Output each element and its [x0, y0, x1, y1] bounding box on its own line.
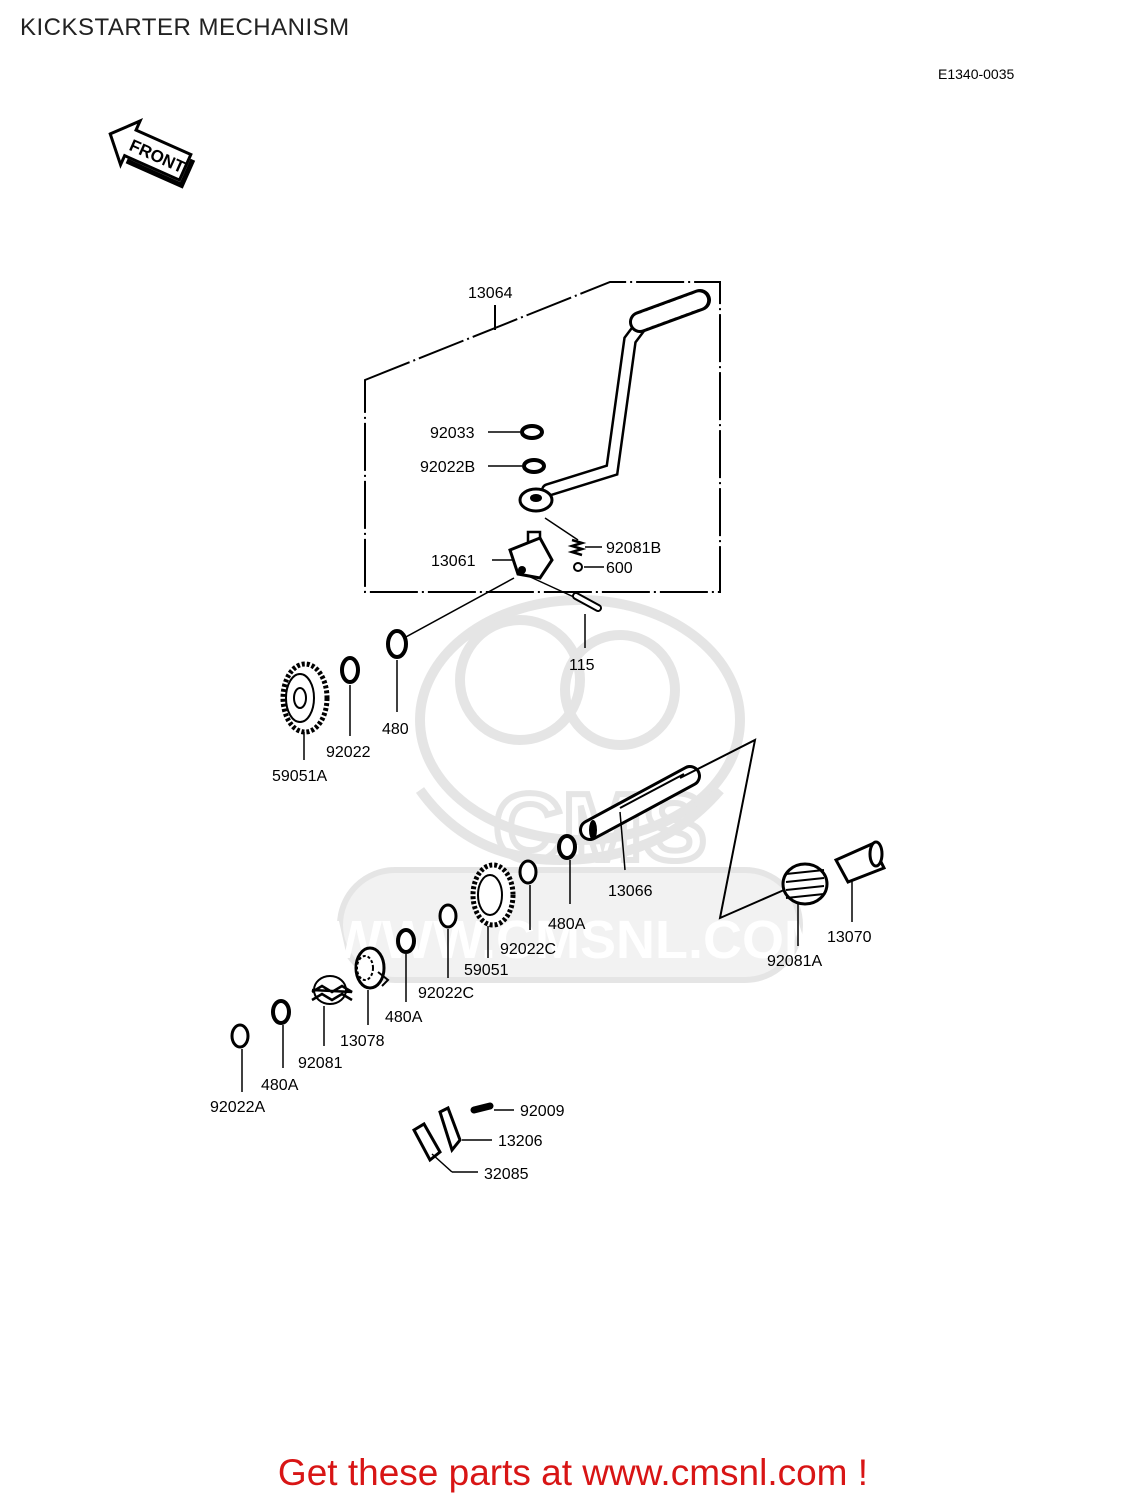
part-label-13070: 13070 — [827, 929, 872, 946]
gear-59051a — [280, 661, 330, 760]
seal-480a-2 — [396, 928, 416, 1002]
part-label-13078: 13078 — [340, 1033, 385, 1050]
bolt-115 — [525, 574, 602, 648]
part-label-480a-1: 480A — [548, 916, 586, 933]
washer-92022 — [340, 656, 360, 736]
part-label-92022c-1: 92022C — [500, 941, 556, 958]
part-label-480a-3: 480A — [261, 1077, 299, 1094]
part-label-92033: 92033 — [430, 425, 475, 442]
washer-92022c-2 — [438, 903, 458, 978]
shaft-group-frame — [679, 738, 785, 920]
part-label-480a-2: 480A — [385, 1009, 423, 1026]
seal-480a-1 — [557, 834, 577, 904]
diagram-code: E1340-0035 — [938, 66, 1015, 82]
part-label-92081: 92081 — [298, 1055, 343, 1072]
part-label-13066: 13066 — [608, 883, 653, 900]
seal-480a-3 — [271, 999, 291, 1068]
part-label-32085: 32085 — [484, 1166, 529, 1183]
clip-92033 — [488, 424, 544, 440]
part-label-480: 480 — [382, 721, 409, 738]
page-title: KICKSTARTER MECHANISM — [20, 14, 350, 41]
spring-92081a — [781, 862, 829, 946]
part-label-92022: 92022 — [326, 744, 371, 761]
ball-600 — [573, 562, 604, 572]
part-label-59051: 59051 — [464, 962, 509, 979]
washer-92022b — [488, 458, 546, 474]
ratchet-13078 — [354, 946, 390, 1025]
footer-cta-link[interactable]: Get these parts at www.cmsnl.com ! — [277, 1452, 869, 1493]
part-label-92022b: 92022B — [420, 459, 475, 476]
part-label-92022a: 92022A — [210, 1099, 265, 1116]
part-label-92022c-2: 92022C — [418, 985, 474, 1002]
part-label-115: 115 — [569, 657, 595, 674]
shaft-holder-13061 — [492, 517, 579, 580]
guide-32085 — [412, 1121, 478, 1173]
part-label-92009: 92009 — [520, 1103, 565, 1120]
part-label-13206: 13206 — [498, 1133, 543, 1150]
part-label-600: 600 — [606, 560, 633, 577]
lever-group-frame — [364, 281, 721, 593]
part-label-13064: 13064 — [468, 285, 513, 302]
plate-13206 — [438, 1105, 492, 1154]
guide-13070 — [833, 840, 887, 922]
gear-59051 — [470, 862, 516, 958]
part-label-13061: 13061 — [431, 553, 476, 570]
front-arrow-icon: FRONT — [108, 118, 196, 189]
spring-92081 — [311, 975, 353, 1046]
part-label-92081b: 92081B — [606, 540, 661, 557]
spring-92081b — [567, 538, 602, 557]
screw-92009 — [470, 1102, 514, 1114]
washer-92022a — [230, 1023, 250, 1092]
seal-480 — [386, 629, 408, 712]
kick-lever — [518, 289, 711, 513]
part-label-59051a: 59051A — [272, 768, 327, 785]
part-label-92081a: 92081A — [767, 953, 822, 970]
kick-shaft-13066 — [579, 765, 701, 871]
washer-92022c-1 — [518, 859, 538, 930]
